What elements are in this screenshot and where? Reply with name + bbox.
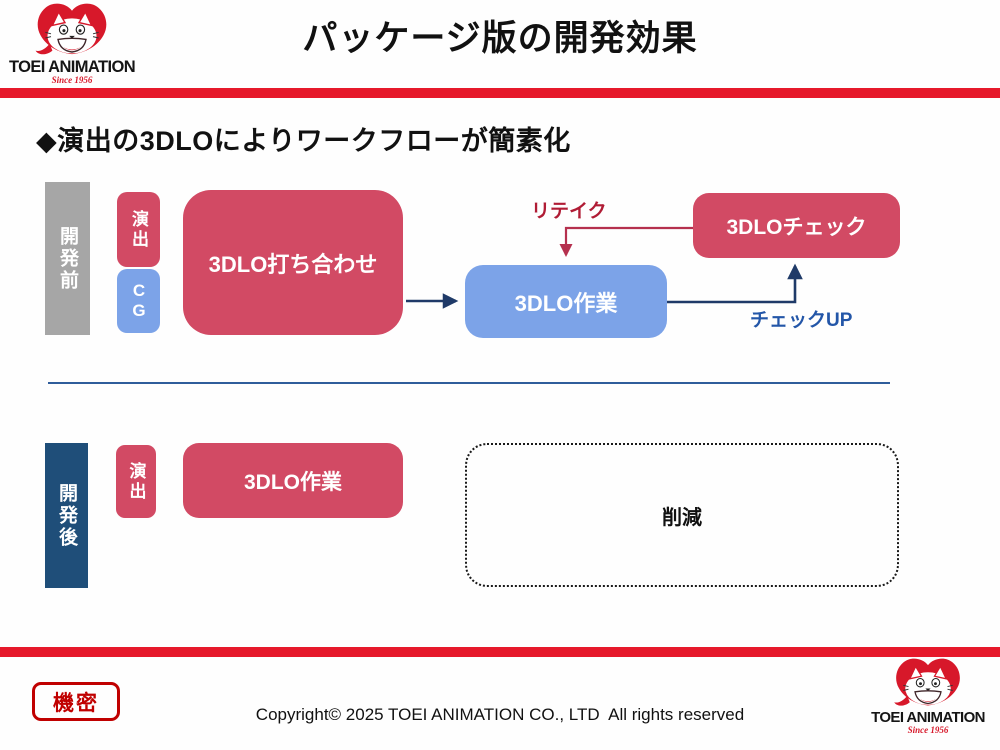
arrow-retake	[559, 226, 693, 257]
arrow-checkup	[667, 263, 803, 304]
toei-logo-bottom: TOEI ANIMATION Since 1956	[862, 658, 994, 736]
role-box-cg: CG	[117, 269, 160, 333]
role-box-direction-before: 演出	[117, 192, 160, 267]
check-box: 3DLOチェック	[693, 193, 900, 258]
confidential-stamp: 機密	[32, 682, 120, 721]
checkup-label: チェックUP	[750, 310, 853, 331]
work-box-after: 3DLO作業	[183, 443, 403, 518]
work-box-before: 3DLO作業	[465, 265, 667, 338]
slide-title: パッケージ版の開発効果	[302, 19, 698, 58]
copyright-text: Copyright© 2025 TOEI ANIMATION CO., LTD …	[255, 705, 745, 724]
toei-logo-top: TOEI ANIMATION Since 1956	[6, 3, 138, 86]
retake-label: リテイク	[531, 201, 607, 222]
top-red-divider	[0, 88, 1000, 98]
phase-label-after: 開発後	[45, 443, 88, 588]
toei-mascot-icon	[882, 658, 974, 710]
logo-name: TOEI ANIMATION	[871, 709, 985, 726]
meeting-box: 3DLO打ち合わせ	[183, 190, 403, 335]
logo-since: Since 1956	[51, 75, 93, 86]
logo-since: Since 1956	[907, 724, 949, 735]
reduction-box: 削減	[465, 443, 899, 587]
section-heading: ◆演出の3DLOによりワークフローが簡素化	[36, 126, 571, 156]
bottom-red-divider	[0, 647, 1000, 657]
role-box-direction-after: 演出	[116, 445, 156, 518]
logo-name: TOEI ANIMATION	[8, 58, 136, 76]
phase-label-before: 開発前	[45, 182, 90, 335]
